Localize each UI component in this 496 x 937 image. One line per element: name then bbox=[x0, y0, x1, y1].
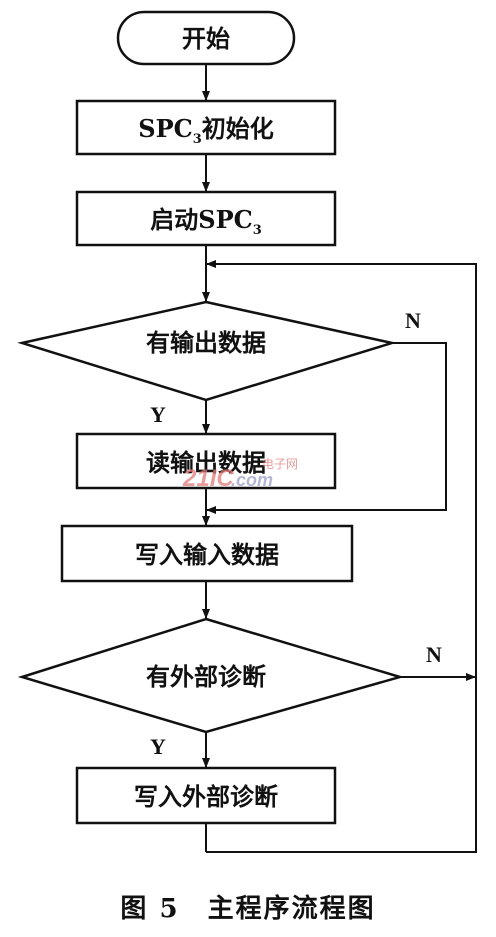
output-yes-label: Y bbox=[150, 402, 166, 427]
start-node: 开始 bbox=[116, 10, 296, 66]
init-label: SPC3初始化 bbox=[138, 114, 274, 147]
watermark-tag: 电子网 bbox=[262, 457, 298, 471]
watermark-sub: .com bbox=[231, 470, 273, 490]
has-output-label: 有输出数据 bbox=[146, 328, 266, 357]
watermark-main: 21IC bbox=[182, 465, 234, 492]
read-output-node: 读输出数据 bbox=[75, 432, 337, 490]
init-node: SPC3初始化 bbox=[75, 99, 337, 156]
write-input-node: 写入输入数据 bbox=[60, 524, 354, 583]
diag-no-label: N bbox=[426, 642, 442, 667]
has-output-decision: 有输出数据 bbox=[17, 300, 397, 402]
write-diag-label: 写入外部诊断 bbox=[134, 782, 278, 811]
read-output-label: 读输出数据 bbox=[146, 448, 266, 477]
launch-node: 启动SPC3 bbox=[75, 190, 337, 247]
launch-label: 启动SPC3 bbox=[150, 205, 262, 238]
figure-caption: 图 5 主程序流程图 bbox=[120, 894, 376, 924]
write-diag-node: 写入外部诊断 bbox=[75, 766, 337, 825]
has-diag-decision: 有外部诊断 bbox=[17, 617, 405, 734]
write-input-label: 写入输入数据 bbox=[135, 540, 279, 569]
edge-loop-back bbox=[206, 260, 477, 853]
watermark-logo: 21IC .com 电子网 bbox=[182, 457, 298, 492]
output-no-label: N bbox=[405, 308, 421, 333]
has-diag-label: 有外部诊断 bbox=[146, 662, 266, 691]
edge-output-no bbox=[206, 342, 447, 514]
diag-yes-label: Y bbox=[150, 734, 166, 759]
start-label: 开始 bbox=[182, 24, 230, 53]
